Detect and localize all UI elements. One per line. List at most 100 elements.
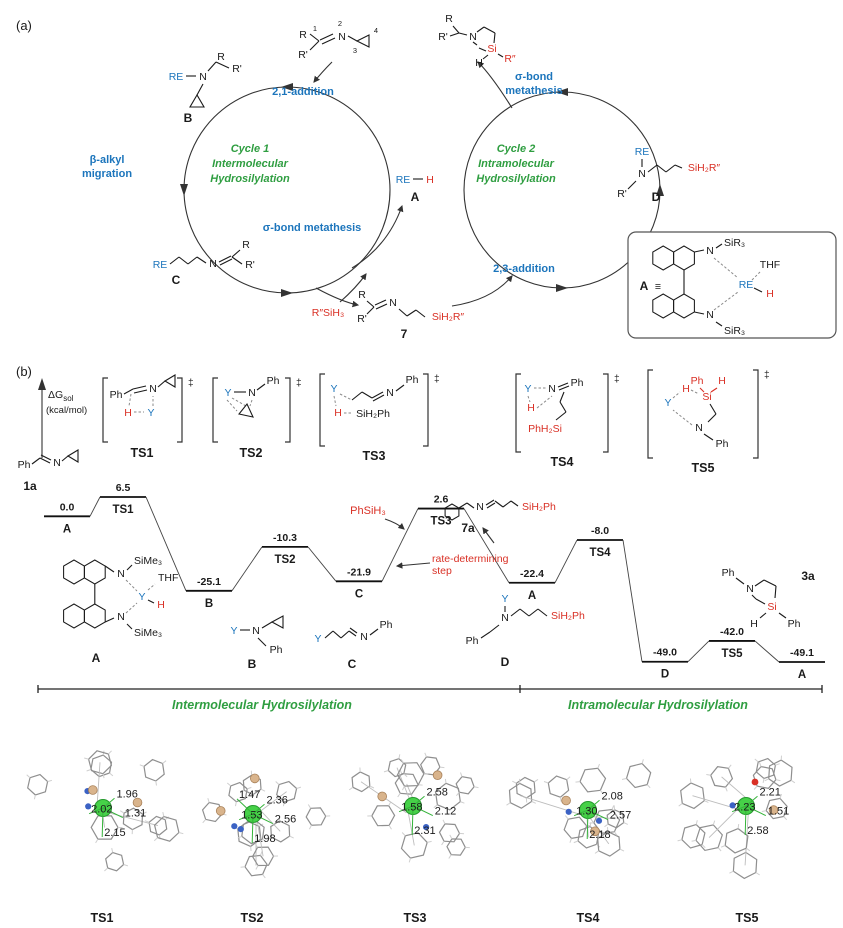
arrow-rds	[395, 562, 431, 569]
inset-a-label: A	[640, 279, 649, 293]
atom-y: Y	[230, 625, 237, 637]
bond-length-label: 1.47	[239, 789, 260, 801]
intermediate-b-label: B	[248, 657, 257, 671]
compound-1a-label: 1a	[23, 479, 37, 493]
energy-state-label: A	[63, 523, 71, 535]
bond-length-label: 1.98	[254, 833, 275, 845]
rds-label-1: rate-determining	[432, 553, 509, 565]
atom-n: N	[638, 168, 646, 180]
dagger-icon: ‡	[434, 374, 440, 385]
atom-y: Y	[138, 591, 145, 603]
atom-h: H	[766, 288, 774, 300]
energy-connector	[687, 640, 710, 663]
nitrogen-atom	[231, 823, 238, 830]
cycle1-arrowhead-top	[281, 83, 293, 91]
species-7-structure: R R' N SiH₂R″ 7	[357, 289, 464, 341]
species-7-label: 7	[401, 327, 408, 341]
panel-b: (b) ΔGsol (kcal/mol) ‡ Ph N H Y TS1	[16, 364, 825, 712]
atom-re: RE	[739, 279, 754, 291]
bond-length-label: 1.96	[117, 788, 138, 800]
bond-length-label: 2.57	[610, 810, 631, 822]
atom-n: N	[53, 457, 61, 469]
bond-length-label: 1.31	[125, 808, 146, 820]
ts3-3d-structure: 2.582.122.311.58	[348, 752, 479, 863]
atom-n: N	[706, 309, 714, 321]
energy-state-label: A	[798, 669, 806, 681]
bond-length-label: 2.36	[267, 794, 288, 806]
silicon-atom	[432, 770, 443, 780]
atom-n: N	[501, 612, 509, 624]
atom-re: RE	[153, 259, 168, 271]
energy-axis: ΔGsol (kcal/mol)	[38, 378, 87, 458]
atom-n: N	[248, 387, 256, 399]
atom-r: R	[242, 239, 250, 251]
bond-length-label: 2.15	[104, 827, 125, 839]
silane-label: R″SiH₃	[312, 307, 345, 319]
cycle1-arrowhead-bottom	[281, 289, 293, 297]
step-sigma-metathesis-right-2: metathesis	[505, 85, 562, 97]
nitrogen-atom	[729, 802, 736, 809]
energy-value: -25.1	[197, 576, 221, 588]
energy-state-label: TS1	[112, 504, 134, 516]
atom-re: RE	[169, 71, 184, 83]
reagent-imine-structure: R R' N 1 2 3 4	[298, 19, 378, 61]
energy-connector	[307, 546, 337, 582]
atom-ph: Ph	[18, 459, 31, 471]
ts5-label: TS5	[692, 461, 715, 475]
atom-h: H	[750, 618, 758, 630]
catalyst-a-structure: N SiMe₃ N SiMe₃ Y THF H A	[63, 555, 178, 665]
arrow-silane-in	[339, 273, 367, 303]
bond-length-label: 2.21	[760, 786, 781, 798]
atom-r-prime: R'	[357, 313, 367, 325]
ts-3d-labels: TS1 TS2 TS3 TS4 TS5	[91, 911, 759, 925]
atom-ph: Ph	[270, 644, 283, 656]
atom-ph: Ph	[406, 374, 419, 386]
atom-r-dprime: R″	[504, 53, 516, 65]
bond-length-label: 1.30	[576, 806, 597, 818]
ts1-sketch: ‡ Ph N H Y TS1	[102, 374, 194, 460]
atom-y: Y	[224, 387, 231, 399]
energy-connector	[554, 539, 578, 583]
energy-value: -49.0	[653, 647, 677, 659]
energy-value: -49.1	[790, 647, 814, 659]
atom-n: N	[476, 501, 484, 513]
group-sih2r: SiH₂R″	[688, 162, 721, 174]
atom-n: N	[386, 387, 394, 399]
atom-ph: Ph	[380, 619, 393, 631]
atom-ph: Ph	[267, 375, 280, 387]
nitrogen-atom	[423, 824, 430, 831]
arrow-7-to-cycle2	[451, 275, 513, 307]
atom-y: Y	[501, 593, 508, 605]
silicon-atom	[377, 791, 388, 802]
ts3-3d-label: TS3	[404, 911, 427, 925]
region-bracket: Intermolecular Hydrosilylation Intramole…	[37, 685, 823, 712]
atom-ph: Ph	[716, 438, 729, 450]
ts4-3d-structure: 2.082.572.181.30	[506, 759, 652, 857]
atom-re: RE	[396, 174, 411, 186]
energy-connector	[754, 640, 780, 663]
step-21-addition: 2,1-addition	[272, 86, 334, 98]
bond-length-label: 2.02	[91, 804, 112, 816]
silicon-atom	[132, 797, 143, 808]
species-b-structure: RE N R R' B	[169, 51, 242, 125]
atom-n: N	[149, 383, 157, 395]
ts1-3d-label: TS1	[91, 911, 114, 925]
atom-y: Y	[314, 633, 321, 645]
energy-value: -21.9	[347, 566, 371, 578]
ts2-label: TS2	[240, 446, 263, 460]
species-d-label: D	[652, 190, 661, 204]
energy-value: 6.5	[116, 482, 131, 494]
cycle2-arrowhead-bottom	[556, 284, 568, 292]
atom-n: N	[360, 631, 368, 643]
cycle2-arrowhead-right	[656, 184, 664, 196]
silicon-atom	[561, 795, 571, 806]
step-23-addition: 2,3-addition	[493, 263, 555, 275]
atom-r: R	[299, 29, 307, 41]
ts2-sketch: ‡ Y N Ph TS2	[212, 375, 302, 460]
arrow-7a	[482, 527, 495, 544]
species-a-center: RE H A	[396, 174, 434, 204]
intermediate-d-label: D	[501, 655, 510, 669]
arrow-to-A	[351, 204, 404, 269]
atom-r: R	[358, 289, 366, 301]
region-intramolecular-label: Intramolecular Hydrosilylation	[568, 698, 748, 712]
